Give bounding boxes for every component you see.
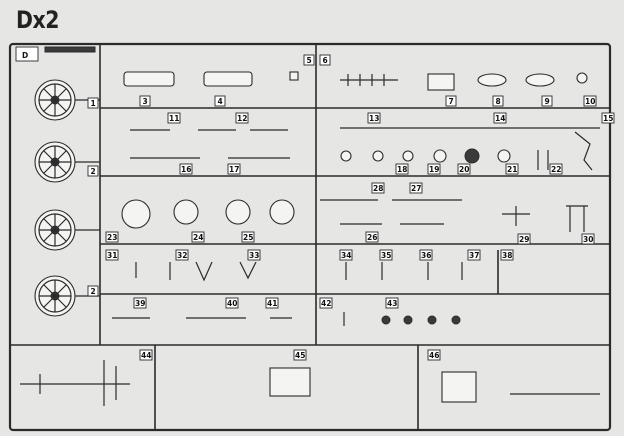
wheel-4 bbox=[34, 275, 76, 317]
part-label-18: 18 bbox=[397, 165, 407, 174]
sprue-code-strip bbox=[44, 46, 96, 53]
row1-parts bbox=[123, 71, 588, 91]
row2-parts bbox=[130, 127, 600, 171]
part-label-27: 27 bbox=[411, 184, 421, 193]
part-25b bbox=[269, 199, 295, 225]
part-label-36: 36 bbox=[421, 251, 431, 260]
part-label-11: 11 bbox=[169, 114, 179, 123]
part-label-2a: 2 bbox=[91, 167, 96, 176]
part-label-2b: 2 bbox=[91, 287, 96, 296]
part-label-3: 3 bbox=[143, 97, 148, 106]
part-label-14: 14 bbox=[495, 114, 505, 123]
sprue-title: Dx2 bbox=[16, 6, 60, 34]
part-label-43: 43 bbox=[387, 299, 397, 308]
part-label-40: 40 bbox=[227, 299, 237, 308]
part-4 bbox=[203, 71, 253, 87]
part-6-ladder bbox=[340, 74, 398, 86]
part-label-44: 44 bbox=[141, 351, 151, 360]
part-label-12: 12 bbox=[237, 114, 247, 123]
part-8 bbox=[477, 73, 507, 87]
wheel-3 bbox=[34, 209, 76, 251]
part-20 bbox=[464, 148, 480, 164]
part-5 bbox=[289, 71, 299, 81]
part-label-28: 28 bbox=[373, 184, 383, 193]
sprue-letter: D bbox=[22, 51, 28, 60]
part-label-39: 39 bbox=[135, 299, 145, 308]
part-19 bbox=[433, 149, 447, 163]
part-label-19: 19 bbox=[429, 165, 439, 174]
part-29 bbox=[502, 206, 530, 226]
part-label-5: 5 bbox=[307, 56, 312, 65]
part-label-32: 32 bbox=[177, 251, 187, 260]
part-label-35: 35 bbox=[381, 251, 391, 260]
part-label-22: 22 bbox=[551, 165, 561, 174]
part-label-25: 25 bbox=[243, 233, 253, 242]
part-43a bbox=[381, 315, 391, 325]
part-label-41: 41 bbox=[267, 299, 277, 308]
part-label-7: 7 bbox=[449, 97, 454, 106]
part-label-26: 26 bbox=[367, 233, 377, 242]
part-label-30: 30 bbox=[583, 235, 593, 244]
part-26-27-28-rods bbox=[320, 199, 462, 225]
part-label-20: 20 bbox=[459, 165, 469, 174]
part-43c bbox=[427, 315, 437, 325]
part-21 bbox=[497, 149, 511, 163]
part-46 bbox=[441, 371, 477, 403]
row3-parts bbox=[121, 199, 588, 232]
wheel-1 bbox=[34, 79, 76, 121]
wheel-2 bbox=[34, 141, 76, 183]
part-label-37: 37 bbox=[469, 251, 479, 260]
part-label-1: 1 bbox=[91, 99, 96, 108]
part-label-6: 6 bbox=[323, 56, 328, 65]
part-9 bbox=[525, 73, 555, 87]
part-43d bbox=[451, 315, 461, 325]
part-label-4: 4 bbox=[218, 97, 223, 106]
part-label-13: 13 bbox=[369, 114, 379, 123]
part-31-32-33 bbox=[135, 261, 257, 282]
part-45 bbox=[269, 367, 311, 397]
part-25a bbox=[225, 199, 251, 225]
part-label-33: 33 bbox=[249, 251, 259, 260]
part-label-17: 17 bbox=[229, 165, 239, 174]
part-label-29: 29 bbox=[519, 235, 529, 244]
part-label-42: 42 bbox=[321, 299, 331, 308]
part-30 bbox=[566, 205, 588, 232]
part-label-34: 34 bbox=[341, 251, 351, 260]
part-43b bbox=[403, 315, 413, 325]
part-label-31: 31 bbox=[107, 251, 117, 260]
part-label-21: 21 bbox=[507, 165, 517, 174]
part-label-24: 24 bbox=[193, 233, 203, 242]
part-18c bbox=[402, 150, 414, 162]
part-label-8: 8 bbox=[496, 97, 501, 106]
part-7 bbox=[427, 73, 455, 91]
part-10 bbox=[576, 72, 588, 84]
part-label-10: 10 bbox=[585, 97, 595, 106]
bottom-parts bbox=[20, 360, 600, 406]
part-3 bbox=[123, 71, 175, 87]
part-15 bbox=[574, 131, 593, 171]
part-44 bbox=[20, 360, 130, 406]
part-34-35-36-37 bbox=[345, 262, 463, 280]
part-labels: 1 2 2 3 4 5 6 7 8 9 10 11 12 13 14 15 16… bbox=[87, 54, 615, 361]
part-label-23: 23 bbox=[107, 233, 117, 242]
row4-parts bbox=[135, 261, 463, 282]
part-label-45: 45 bbox=[295, 351, 305, 360]
sprue-letter-box bbox=[15, 46, 39, 62]
part-18 bbox=[340, 150, 352, 162]
part-label-16: 16 bbox=[181, 165, 191, 174]
part-label-46: 46 bbox=[429, 351, 439, 360]
part-22 bbox=[537, 150, 549, 170]
sprue-frame: D bbox=[8, 42, 612, 432]
part-23 bbox=[121, 199, 151, 229]
part-18b bbox=[372, 150, 384, 162]
part-label-15: 15 bbox=[603, 114, 613, 123]
wheels-column bbox=[34, 79, 100, 317]
part-label-9: 9 bbox=[545, 97, 550, 106]
part-24 bbox=[173, 199, 199, 225]
part-label-38: 38 bbox=[502, 251, 512, 260]
row5-parts bbox=[112, 312, 461, 326]
